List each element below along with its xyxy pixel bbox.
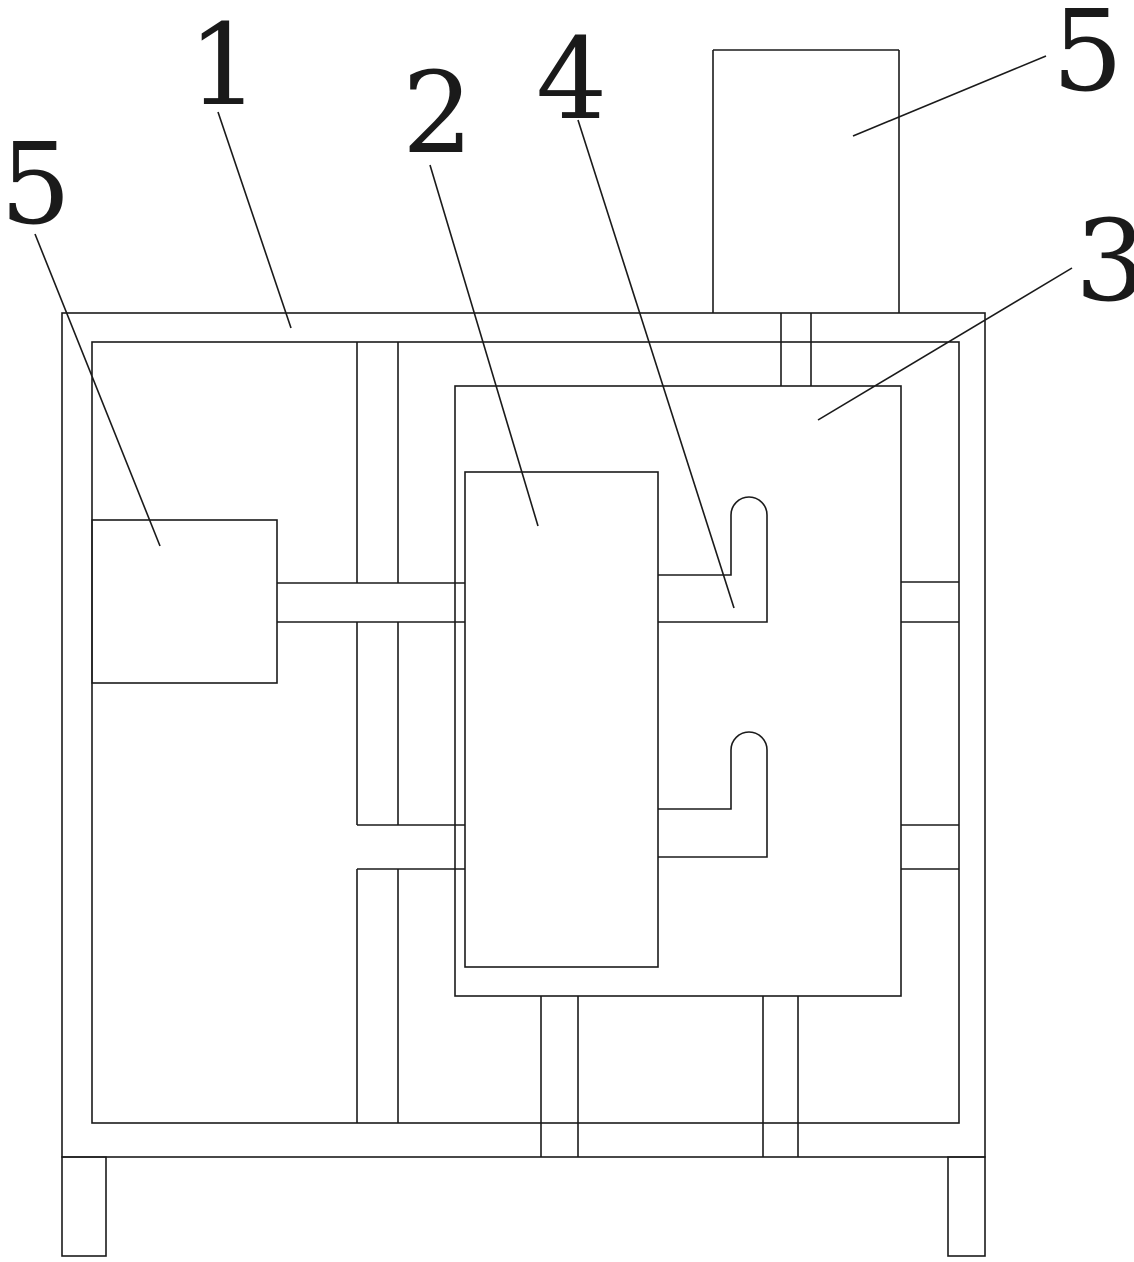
upper-strut xyxy=(277,582,465,623)
leader-lines xyxy=(34,55,1073,609)
legs xyxy=(61,1156,986,1257)
housing-3 xyxy=(454,385,902,997)
lower-strut xyxy=(357,824,465,870)
bottom-supports xyxy=(540,996,799,1157)
leader-4 xyxy=(577,119,735,609)
label-1: 1 xyxy=(188,1,259,131)
leader-2 xyxy=(429,164,539,527)
label-5-top: 5 xyxy=(1052,0,1123,117)
top-pipe xyxy=(780,313,812,386)
leader-5-left xyxy=(34,233,161,547)
label-3: 3 xyxy=(1075,197,1134,327)
hook-4-lower xyxy=(658,731,768,858)
vertical-column xyxy=(356,342,399,1123)
label-2: 2 xyxy=(402,49,473,179)
label-4: 4 xyxy=(536,15,607,145)
box-5-left xyxy=(91,519,278,684)
label-5-left: 5 xyxy=(0,120,71,250)
hook-4-upper xyxy=(658,496,768,623)
leader-5-top xyxy=(852,55,1047,137)
frame-1 xyxy=(61,312,986,1158)
leader-1 xyxy=(217,111,292,329)
leader-3 xyxy=(817,267,1073,421)
block-2 xyxy=(464,471,659,968)
box-5-top xyxy=(712,49,900,313)
right-struts xyxy=(901,581,959,870)
